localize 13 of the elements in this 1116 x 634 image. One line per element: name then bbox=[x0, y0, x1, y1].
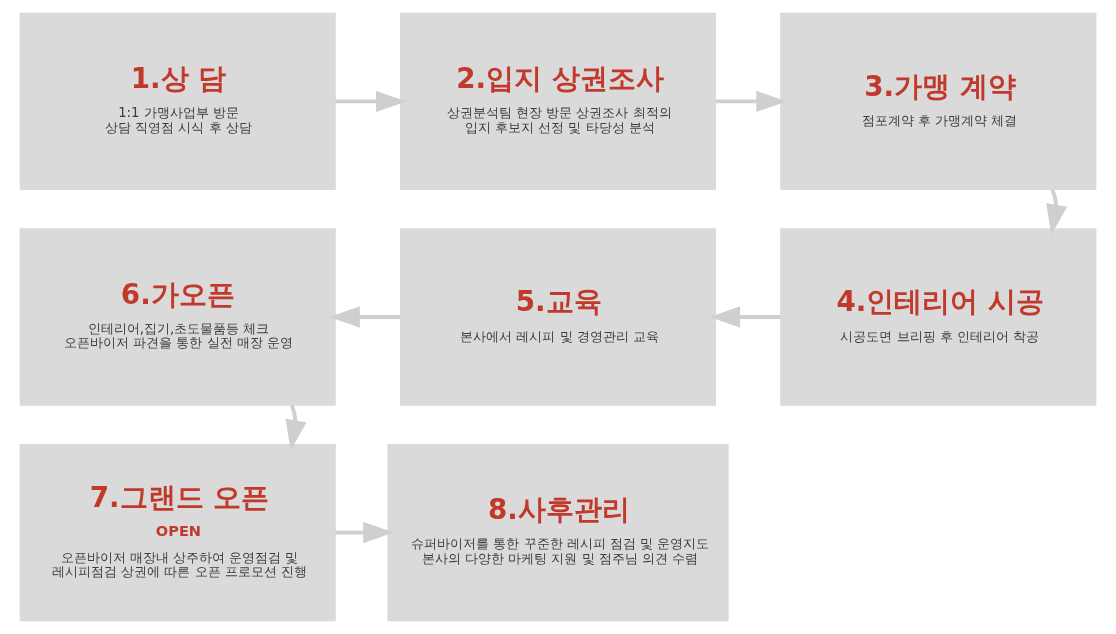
node-box: 2.입지 상권조사 상권분석팀 현장 방문 상권조사 최적의 입지 후보지 선정 및 타당성 분석 bbox=[399, 12, 717, 190]
node-box: 5.교육 본사에서 레시피 및 경영관리 교육 bbox=[399, 228, 717, 406]
node-box: 3.가맹 계약 점포계약 후 가맹계약 체결 bbox=[780, 12, 1097, 190]
node-box: 7.그랜드 오픈 OPEN 오픈바이저 매장내 상주하여 운영점검 및 레시피점검 상권에 따른 오픈 프로모션 진행 bbox=[19, 444, 336, 622]
node-box: 4.인테리어 시공 시공도면 브리핑 후 인테리어 착공 bbox=[780, 228, 1097, 406]
arrow bbox=[709, 306, 781, 328]
arrow bbox=[335, 90, 407, 113]
node-box: 6.가오픈 인테리어,집기,초도물품등 체크 오픈바이저 파견을 통한 실전 매장 운영 bbox=[19, 228, 336, 406]
arrow bbox=[715, 90, 787, 113]
node-box: 1.상 담 1:1 가맹사업부 방문 상담 직영점 시식 후 상담 bbox=[19, 12, 336, 190]
arrow bbox=[335, 521, 394, 544]
arrow bbox=[329, 306, 401, 328]
node-box: 8.사후관리 슈퍼바이저를 통한 꾸준한 레시피 점검 및 운영지도 본사의 다양한 마케팅 지원 및 점주님 의견 수렴 bbox=[387, 444, 729, 622]
